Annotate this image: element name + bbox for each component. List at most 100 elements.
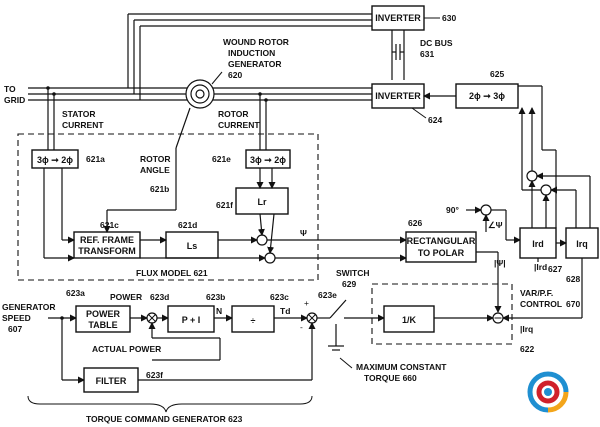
one-over-k-box — [383, 305, 435, 333]
ref-621e: 621e — [212, 154, 231, 164]
switch-label: SWITCH — [336, 268, 370, 278]
abs-irq-label: |Irq — [520, 324, 533, 334]
ref-623a: 623a — [66, 288, 85, 298]
to-grid-label-2: GRID — [4, 95, 25, 105]
lr-label: Lr — [258, 197, 267, 207]
rotor-current-label-1: ROTOR — [218, 109, 249, 119]
flux-model-region — [17, 133, 319, 281]
torque-sum-junction — [306, 312, 318, 324]
stator-current-label-2: CURRENT — [62, 120, 104, 130]
ls-box — [165, 231, 219, 259]
inverter-624-box — [371, 83, 425, 109]
ref-624: 624 — [428, 115, 442, 125]
power-table-label-2: TABLE — [88, 320, 117, 330]
filter-box — [83, 367, 139, 393]
ref-622: 622 — [520, 344, 534, 354]
target-logo-icon — [526, 370, 570, 414]
ref-623b: 623b — [206, 292, 225, 302]
n-label: N — [216, 306, 222, 316]
actual-power-label: ACTUAL POWER — [92, 344, 161, 354]
inverter-624-label: INVERTER — [375, 91, 421, 101]
two-to-three-phase-label: 2ϕ ➞ 3ϕ — [469, 91, 505, 101]
torque-generator-label: TORQUE COMMAND GENERATOR 623 — [86, 414, 243, 424]
irq-sum-junction — [492, 312, 504, 324]
ref-621c: 621c — [100, 220, 119, 230]
flux-sum-junction-1 — [256, 234, 268, 246]
switch-blade — [329, 299, 347, 319]
minus-sign: - — [300, 322, 303, 332]
abs-ird-label: |Ird — [534, 262, 547, 272]
inverter-630-label: INVERTER — [375, 13, 421, 23]
ref-627: 627 — [548, 264, 562, 274]
power-table-label-1: POWER — [86, 309, 121, 319]
generator-620-symbol — [185, 79, 215, 109]
ref-623e: 623e — [318, 290, 337, 300]
stator-current-label-1: STATOR — [62, 109, 96, 119]
ref-621b: 621b — [150, 184, 169, 194]
ls-label: Ls — [187, 241, 198, 251]
irq-box — [565, 227, 599, 259]
ref-621a: 621a — [86, 154, 105, 164]
rotor-angle-label-1: ROTOR — [140, 154, 171, 164]
dc-bus — [391, 30, 405, 80]
divide-box — [231, 305, 275, 333]
pi-box — [167, 305, 215, 333]
plus-sign: + — [304, 298, 309, 308]
ref-621d: 621d — [178, 220, 197, 230]
ninety-degree-label: 90° — [446, 205, 459, 215]
pi-label: P + I — [182, 315, 201, 325]
generator-speed-label-1: GENERATOR — [2, 302, 56, 312]
ref-670: 670 — [566, 299, 580, 309]
dc-bus-label: DC BUS — [420, 38, 453, 48]
lr-box — [235, 187, 289, 215]
ref-626: 626 — [408, 218, 422, 228]
rect-polar-label-2: TO POLAR — [418, 248, 465, 258]
ref-628: 628 — [566, 274, 580, 284]
to-grid-label-1: TO — [4, 84, 16, 94]
generator-speed-label-2: SPEED — [2, 313, 31, 323]
filter-label: FILTER — [96, 376, 127, 386]
ref-623f: 623f — [146, 370, 163, 380]
ref-625: 625 — [490, 69, 504, 79]
power-sum-junction — [146, 312, 158, 324]
max-torque-label-2: TORQUE 660 — [364, 373, 417, 383]
generator-label-3: GENERATOR — [228, 59, 282, 69]
rotor-angle-label-2: ANGLE — [140, 165, 170, 175]
ref-621f: 621f — [216, 200, 233, 210]
ref-629: 629 — [342, 279, 356, 289]
ref-frame-label-2: TRANSFORM — [78, 246, 136, 256]
divide-label: ÷ — [251, 316, 256, 326]
varpf-label-2: CONTROL — [520, 299, 562, 309]
ref-623d: 623d — [150, 292, 169, 302]
varpf-label-1: VAR/P.F. — [520, 288, 553, 298]
ird-label: Ird — [532, 239, 544, 249]
inverter-630-box — [371, 5, 425, 31]
ref-607: 607 — [8, 324, 22, 334]
ref-623c: 623c — [270, 292, 289, 302]
ref-631: 631 — [420, 49, 434, 59]
rect-to-polar-box — [405, 231, 477, 263]
three-to-two-phase-e-label: 3ϕ ➞ 2ϕ — [250, 155, 286, 165]
abs-psi-label: |Ψ| — [494, 258, 506, 268]
grid-lines — [28, 13, 372, 150]
region-622 — [371, 283, 513, 345]
power-label: POWER — [110, 292, 142, 302]
flux-model-wiring — [43, 107, 276, 262]
three-to-two-phase-a-label: 3ϕ ➞ 2ϕ — [37, 155, 73, 165]
generator-label-2: INDUCTION — [228, 48, 275, 58]
power-table-box — [75, 305, 131, 333]
one-over-k-label: 1/K — [402, 315, 417, 325]
rotor-current-label-2: CURRENT — [218, 120, 260, 130]
angle-sum-junction — [480, 204, 492, 216]
three-to-two-phase-e-box — [245, 149, 291, 169]
irq-label: Irq — [576, 239, 588, 249]
feedback-to-625 — [518, 85, 591, 228]
ref-620: 620 — [228, 70, 242, 80]
td-label: Td — [280, 306, 290, 316]
ref-630: 630 — [442, 13, 456, 23]
flux-sum-junction-2 — [264, 252, 276, 264]
psi-label: Ψ — [300, 228, 307, 238]
max-torque-label-1: MAXIMUM CONSTANT — [356, 362, 447, 372]
